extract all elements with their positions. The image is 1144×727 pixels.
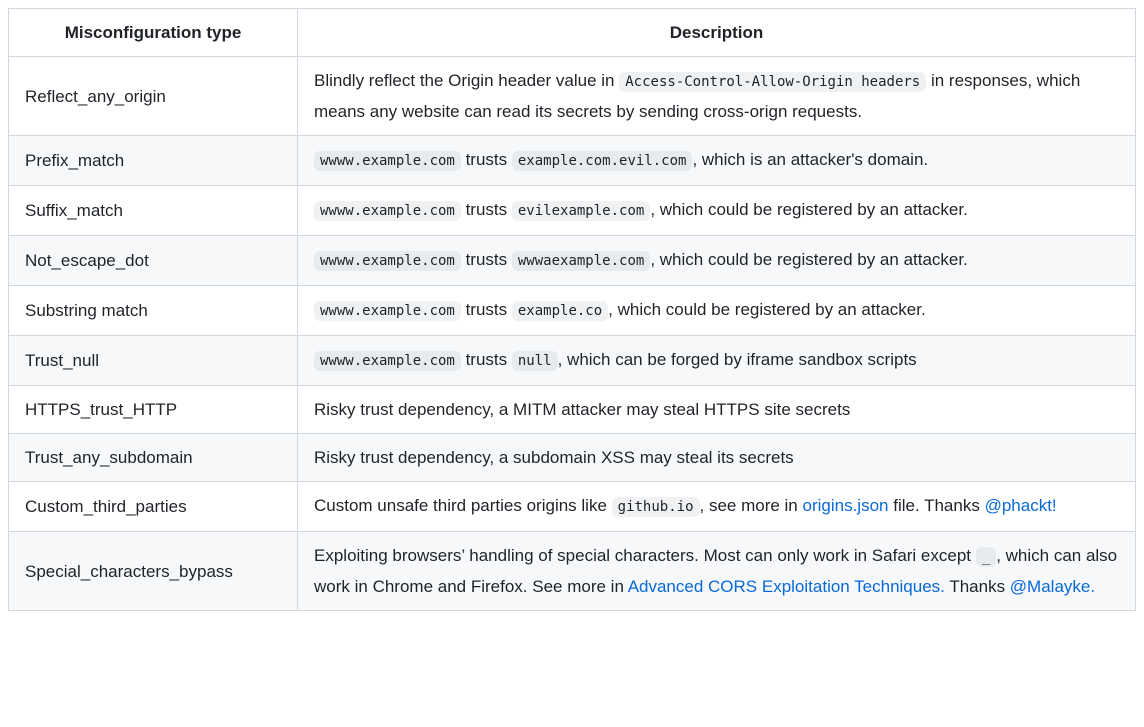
description-cell: wwww.example.com trusts example.com.evil…: [297, 135, 1136, 186]
misconfiguration-table: Misconfiguration type Description Reflec…: [8, 8, 1136, 611]
misconfiguration-type-cell: Not_escape_dot: [8, 235, 298, 286]
table-row: Special_characters_bypass Exploiting bro…: [8, 531, 1136, 611]
description-text: Risky trust dependency, a subdomain XSS …: [314, 448, 794, 467]
description-cell: Risky trust dependency, a MITM attacker …: [297, 385, 1136, 434]
origins-json-link[interactable]: origins.json: [802, 496, 889, 515]
description-text: trusts: [460, 200, 512, 219]
header-row: Misconfiguration type Description: [8, 8, 1136, 57]
description-text: trusts: [460, 350, 512, 369]
code-span: wwww.example.com: [314, 151, 461, 171]
misconfiguration-type-cell: Reflect_any_origin: [8, 56, 298, 136]
table-row: Custom_third_parties Custom unsafe third…: [8, 481, 1136, 532]
malayke-link[interactable]: @Malayke.: [1009, 577, 1096, 596]
description-text: file. Thanks: [888, 496, 985, 515]
code-span: github.io: [611, 497, 700, 517]
description-cell: Blindly reflect the Origin header value …: [297, 56, 1136, 136]
code-span: null: [511, 351, 558, 371]
phackt-link[interactable]: @phackt!: [984, 496, 1057, 515]
misconfiguration-type-cell: Suffix_match: [8, 185, 298, 236]
misconfiguration-type-cell: HTTPS_trust_HTTP: [8, 385, 298, 434]
description-text: Thanks: [944, 577, 1010, 596]
table-row: HTTPS_trust_HTTP Risky trust dependency,…: [8, 385, 1136, 434]
description-cell: Custom unsafe third parties origins like…: [297, 481, 1136, 532]
code-span: _: [975, 547, 997, 567]
description-text: trusts: [460, 300, 512, 319]
misconfiguration-type-cell: Prefix_match: [8, 135, 298, 186]
code-span: example.com.evil.com: [511, 151, 693, 171]
misconfiguration-type-cell: Trust_any_subdomain: [8, 433, 298, 482]
table-row: Reflect_any_origin Blindly reflect the O…: [8, 56, 1136, 136]
misconfiguration-type-cell: Special_characters_bypass: [8, 531, 298, 611]
description-cell: Risky trust dependency, a subdomain XSS …: [297, 433, 1136, 482]
code-span: evilexample.com: [511, 201, 651, 221]
description-text: , which is an attacker's domain.: [692, 150, 929, 169]
code-span: wwww.example.com: [314, 201, 461, 221]
description-text: Risky trust dependency, a MITM attacker …: [314, 400, 851, 419]
description-cell: wwww.example.com trusts wwwaexample.com,…: [297, 235, 1136, 286]
description-cell: wwww.example.com trusts example.co, whic…: [297, 285, 1136, 336]
description-text: in responses, which means any website ca…: [314, 71, 1081, 121]
table-row: Prefix_match wwww.example.com trusts exa…: [8, 135, 1136, 186]
code-span: example.co: [511, 301, 609, 321]
table-row: Substring match wwww.example.com trusts …: [8, 285, 1136, 336]
description-text: , which could be registered by an attack…: [650, 200, 968, 219]
description-text: trusts: [460, 250, 512, 269]
description-cell: wwww.example.com trusts null, which can …: [297, 335, 1136, 386]
description-text: trusts: [460, 150, 512, 169]
description-text: , which could be registered by an attack…: [608, 300, 926, 319]
table-row: Suffix_match wwww.example.com trusts evi…: [8, 185, 1136, 236]
description-text: Blindly reflect the Origin header value …: [314, 71, 620, 90]
code-span: wwww.example.com: [314, 301, 461, 321]
description-text: , which can also work in Chrome and Fire…: [314, 546, 1118, 596]
code-span: wwww.example.com: [314, 351, 461, 371]
description-text: , see more in: [699, 496, 803, 515]
code-span: wwwaexample.com: [511, 251, 651, 271]
misconfiguration-type-cell: Substring match: [8, 285, 298, 336]
description-text: Exploiting browsers’ handling of special…: [314, 546, 976, 565]
table-row: Trust_any_subdomain Risky trust dependen…: [8, 433, 1136, 482]
misconfiguration-type-cell: Custom_third_parties: [8, 481, 298, 532]
advanced-cors-exploitation-link[interactable]: Advanced CORS Exploitation Techniques.: [627, 577, 945, 596]
table-row: Trust_null wwww.example.com trusts null,…: [8, 335, 1136, 386]
description-cell: Exploiting browsers’ handling of special…: [297, 531, 1136, 611]
description-text: , which could be registered by an attack…: [650, 250, 968, 269]
column-header-misconfiguration-type: Misconfiguration type: [8, 8, 298, 57]
misconfiguration-type-cell: Trust_null: [8, 335, 298, 386]
code-span: wwww.example.com: [314, 251, 461, 271]
description-text: Custom unsafe third parties origins like: [314, 496, 612, 515]
description-text: , which can be forged by iframe sandbox …: [557, 350, 917, 369]
table-body: Reflect_any_origin Blindly reflect the O…: [8, 56, 1136, 611]
description-cell: wwww.example.com trusts evilexample.com,…: [297, 185, 1136, 236]
code-span: Access-Control-Allow-Origin headers: [619, 72, 927, 92]
column-header-description: Description: [297, 8, 1136, 57]
table-row: Not_escape_dot wwww.example.com trusts w…: [8, 235, 1136, 286]
